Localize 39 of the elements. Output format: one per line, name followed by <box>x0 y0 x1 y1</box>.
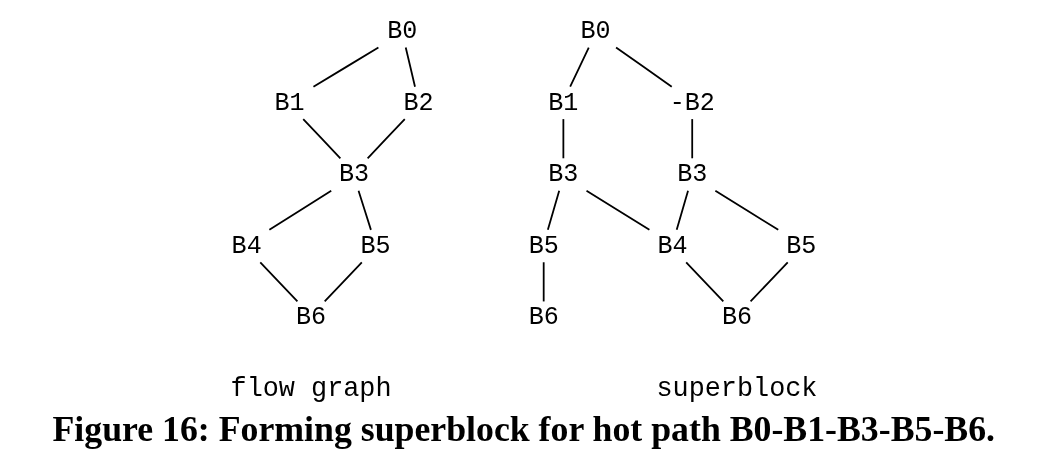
label: flow graph <box>230 374 392 405</box>
node-text: B6 <box>528 303 559 333</box>
connector <box>546 189 561 231</box>
node-text: -B2 <box>669 88 715 118</box>
node-text: B6 <box>296 303 327 333</box>
connector <box>615 46 673 88</box>
caption: Figure 16: Forming superblock for hot path B0-B1-B3-B5-B6. <box>52 409 995 450</box>
node-text: B3 <box>338 160 370 190</box>
connector <box>714 189 780 231</box>
connector <box>749 261 789 303</box>
node-text: B0 <box>580 16 611 46</box>
node-text: B6 <box>721 303 752 333</box>
connector <box>691 118 694 160</box>
connector <box>685 261 725 303</box>
connector <box>312 46 380 88</box>
node-text: B4 <box>231 231 262 261</box>
node-text: B4 <box>657 231 688 261</box>
connector <box>585 189 651 231</box>
node-text: B3 <box>677 160 708 190</box>
connector <box>675 189 689 231</box>
connector <box>357 189 372 231</box>
connector <box>542 261 545 303</box>
node-text: B1 <box>274 88 305 118</box>
connector <box>259 261 299 303</box>
connector <box>268 189 333 231</box>
node-text: B5 <box>786 231 817 261</box>
connector <box>569 46 590 88</box>
connector <box>562 118 565 160</box>
connector <box>366 118 406 160</box>
node-text: B0 <box>387 16 418 46</box>
node-text: B5 <box>528 231 559 261</box>
node-text: B1 <box>548 88 579 118</box>
node-text: B3 <box>548 160 579 190</box>
node-text: B5 <box>360 231 391 261</box>
connector <box>404 46 416 88</box>
connector <box>323 261 363 303</box>
node-text: B2 <box>403 88 434 118</box>
label: superblock <box>656 374 818 405</box>
connector <box>302 118 342 160</box>
